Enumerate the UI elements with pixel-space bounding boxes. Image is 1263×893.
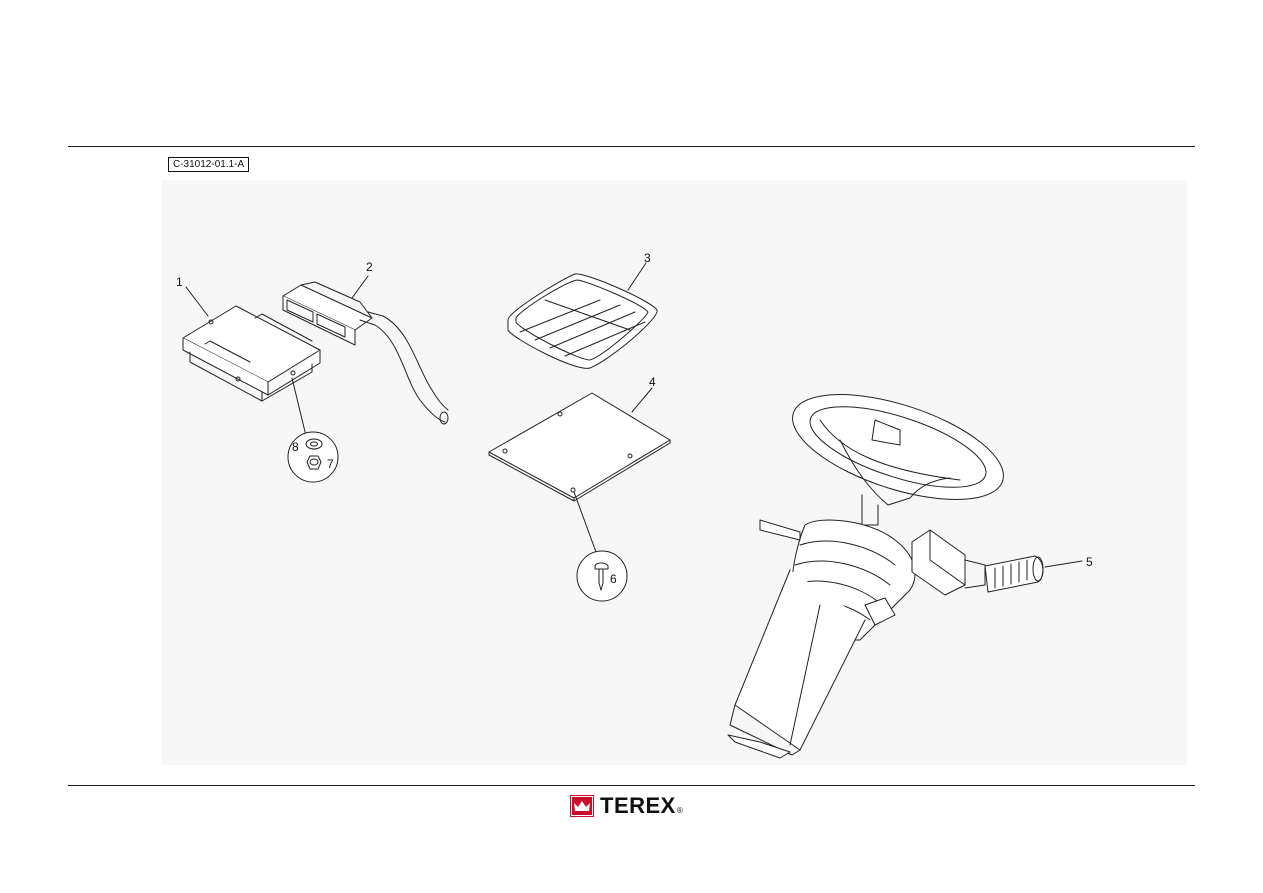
wiring-harness-connector-part <box>282 281 449 425</box>
callout-leader-1 <box>185 286 209 317</box>
callout-8: 8 <box>292 440 299 454</box>
callout-2: 2 <box>366 260 373 274</box>
hardware-detail-circle <box>287 431 339 483</box>
callout-5: 5 <box>1086 555 1093 569</box>
callout-6: 6 <box>610 572 617 586</box>
callout-4: 4 <box>649 375 656 389</box>
callout-1: 1 <box>176 275 183 289</box>
callout-7: 7 <box>327 457 334 471</box>
steering-column-part <box>727 394 1044 759</box>
pedal-pad-part <box>507 273 658 369</box>
drawing-id-label: C-31012-01.1-A <box>168 157 250 172</box>
callout-leader-4b <box>573 491 597 553</box>
logo-wordmark: TEREX <box>600 793 676 818</box>
header-rule <box>68 146 1195 147</box>
callout-3: 3 <box>644 251 651 265</box>
control-module-part <box>182 305 321 402</box>
callout-leader-1b <box>291 377 308 441</box>
hex-nut-icon <box>306 455 322 470</box>
cover-plate-part <box>488 392 671 502</box>
screw-icon <box>594 562 609 570</box>
callout-leader-2 <box>351 275 369 299</box>
terex-logo: TEREX ® <box>570 794 683 818</box>
footer-rule <box>68 785 1195 786</box>
logo-registered-mark: ® <box>676 806 683 815</box>
callout-leader-4 <box>631 387 653 413</box>
screw-detail-circle <box>576 550 628 602</box>
terex-crown-icon <box>570 795 594 817</box>
callout-leader-3 <box>627 262 647 291</box>
callout-leader-5 <box>1044 560 1083 568</box>
